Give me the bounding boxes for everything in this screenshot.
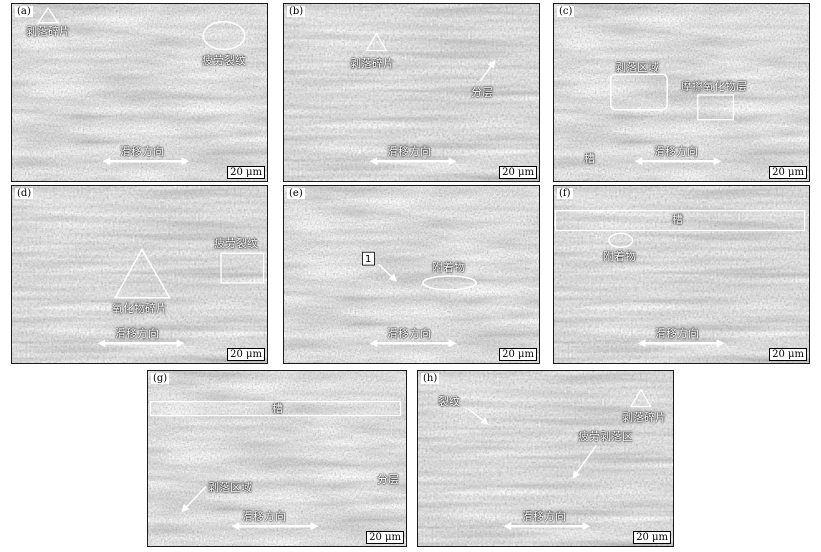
panel-label: (e) <box>287 188 305 199</box>
panel-d: (d) 疲劳裂纹 氧化物碎片 滑移方向 20 μm <box>11 185 268 364</box>
panel-label: (b) <box>287 6 306 17</box>
delamination-label: 分层 <box>471 86 493 99</box>
scale-bar: 20 μm <box>227 348 265 361</box>
oxide-fragment-label: 氧化物碎片 <box>112 302 167 315</box>
fatigue-crack-label: 疲劳裂纹 <box>202 54 246 67</box>
adherent-label: 附着物 <box>432 261 465 274</box>
panel-f: (f) 槽 附着物 滑移方向 20 μm <box>553 185 810 364</box>
panel-h: (h) 裂纹 剥落碎片 疲劳剥落区 滑移方向 20 μm <box>417 370 674 547</box>
sem-texture <box>148 371 406 546</box>
panel-a: (a) 剥落碎片 疲劳裂纹 滑移方向 20 μm <box>11 3 268 182</box>
scale-bar: 20 μm <box>499 348 537 361</box>
slide-direction-label: 滑移方向 <box>120 145 164 158</box>
slide-direction-label: 滑移方向 <box>654 145 698 158</box>
marker-label: 1 <box>365 254 372 265</box>
slide-direction-label: 滑移方向 <box>242 510 286 523</box>
spall-region-label: 剥落区域 <box>615 61 659 74</box>
spall-fragment-label: 剥落碎片 <box>350 57 394 70</box>
spall-fragment-label: 剥落碎片 <box>622 411 666 424</box>
panel-c: (c) 剥落区域 摩擦氧化物层 槽 滑移方向 20 μm <box>553 3 810 182</box>
fatigue-crack-label: 疲劳裂纹 <box>214 237 258 250</box>
adherent-label: 附着物 <box>603 250 636 263</box>
panel-label: (c) <box>557 6 575 17</box>
groove-label: 槽 <box>584 152 595 165</box>
sem-texture <box>284 186 539 363</box>
delamination-label: 分层 <box>377 473 399 486</box>
crack-label: 裂纹 <box>438 395 460 408</box>
wear-oxide-label: 摩擦氧化物层 <box>681 80 747 93</box>
scale-bar: 20 μm <box>769 166 807 179</box>
panel-label: (g) <box>151 373 170 384</box>
spall-fragment-label: 剥落碎片 <box>26 25 70 38</box>
scale-bar: 20 μm <box>227 166 265 179</box>
slide-direction-label: 滑移方向 <box>522 510 566 523</box>
sem-texture <box>554 4 809 181</box>
panel-label: (a) <box>15 6 33 17</box>
scale-bar: 20 μm <box>499 166 537 179</box>
panel-b: (b) 剥落碎片 分层 滑移方向 20 μm <box>283 3 540 182</box>
panel-label: (d) <box>15 188 34 199</box>
slide-direction-label: 滑移方向 <box>655 327 699 340</box>
panel-label: (h) <box>421 373 440 384</box>
slide-direction-label: 滑移方向 <box>387 327 431 340</box>
panel-label: (f) <box>557 188 573 199</box>
scale-bar: 20 μm <box>633 531 671 544</box>
slide-direction-label: 滑移方向 <box>115 327 159 340</box>
groove-label: 槽 <box>272 402 283 415</box>
groove-label: 槽 <box>672 213 683 226</box>
scale-bar: 20 μm <box>366 531 404 544</box>
panel-g: (g) 槽 分层 剥落区域 滑移方向 20 μm <box>147 370 407 547</box>
fatigue-spall-label: 疲劳剥落区 <box>578 430 633 443</box>
sem-texture <box>284 4 539 181</box>
panel-e: (e) 1 附着物 滑移方向 20 μm <box>283 185 540 364</box>
spall-region-label: 剥落区域 <box>208 481 252 494</box>
slide-direction-label: 滑移方向 <box>387 145 431 158</box>
scale-bar: 20 μm <box>769 348 807 361</box>
